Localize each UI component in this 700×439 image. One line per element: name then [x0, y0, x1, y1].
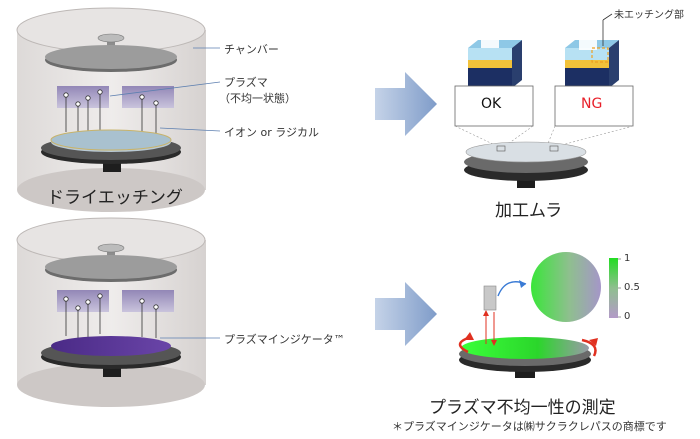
arrow-top — [375, 72, 437, 136]
etch-result-figure — [454, 13, 634, 188]
colorbar — [609, 258, 618, 318]
label-ion: イオン or ラジカル — [224, 126, 320, 139]
label-plasma: プラズマ — [224, 76, 268, 89]
label-plasma-sub: （不均一状態） — [219, 92, 296, 105]
caption-dry-etching: ドライエッチング — [47, 188, 183, 208]
colorbar-tick-1: 1 — [624, 253, 631, 264]
colorbar-tick-0: 0 — [624, 311, 631, 322]
label-ok: OK — [481, 96, 502, 112]
label-ng: NG — [581, 96, 603, 112]
caption-plasma-measure: プラズマ不均一性の測定 — [429, 398, 616, 418]
colorbar-tick-05: 0.5 — [624, 282, 640, 293]
bottom-chamber — [16, 217, 220, 407]
label-unetched: 未エッチング部 — [614, 10, 684, 21]
label-plasma-indicator: プラズマインジケータ™ — [224, 333, 345, 346]
caption-uneven-etching: 加工ムラ — [495, 201, 563, 221]
top-chamber — [16, 7, 221, 212]
footnote: ＊プラズマインジケータは㈱サクラクレパスの商標です — [392, 420, 667, 433]
measurement-figure — [458, 252, 621, 378]
arrow-bottom — [375, 282, 437, 346]
label-chamber: チャンバー — [224, 43, 279, 56]
